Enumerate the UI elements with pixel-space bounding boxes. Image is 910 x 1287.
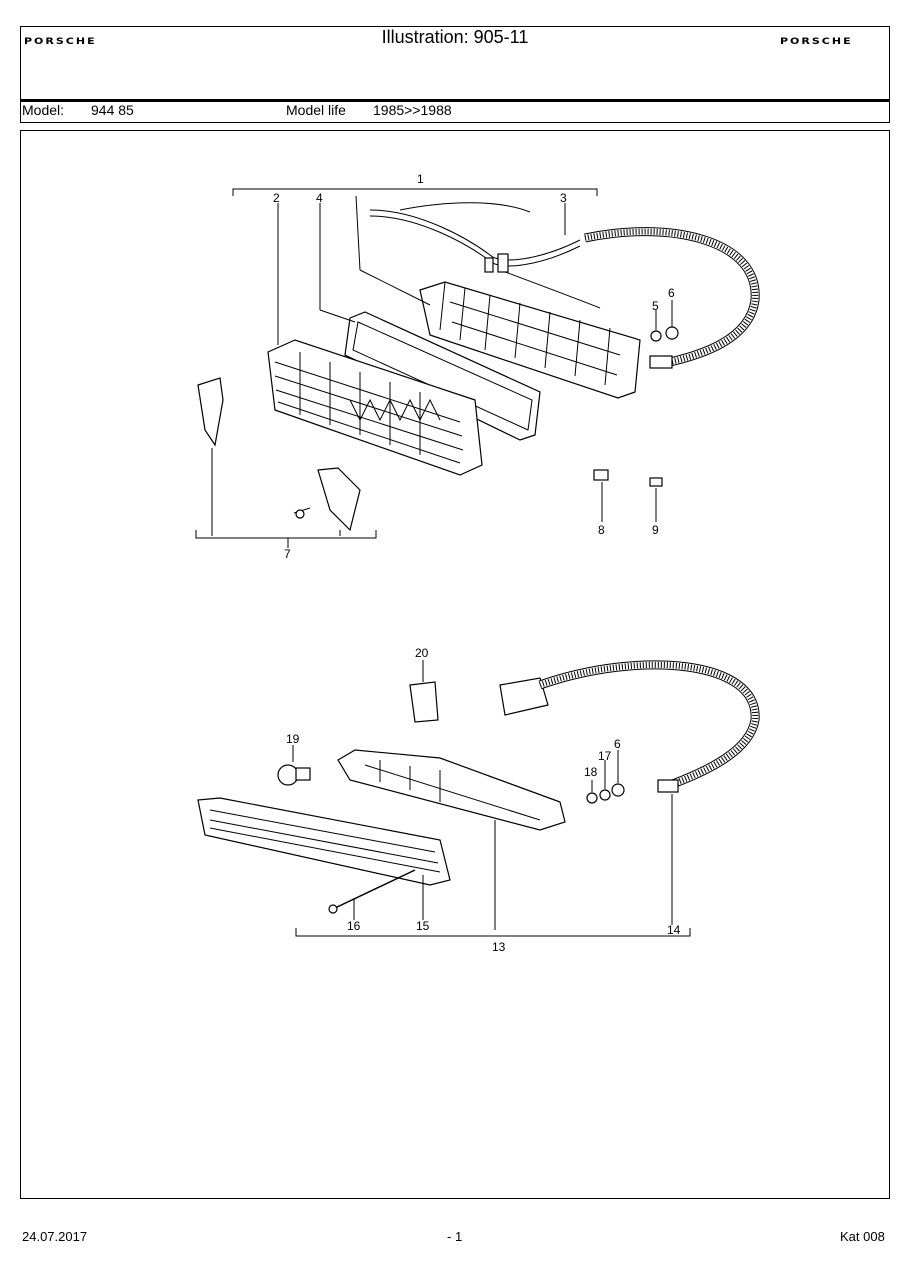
- callout-3: 3: [560, 191, 567, 205]
- nut: [611, 783, 625, 797]
- callout-13: 13: [492, 940, 506, 954]
- header-box: [20, 26, 890, 123]
- washer: [599, 789, 611, 801]
- callout-15: 15: [416, 919, 430, 933]
- cable-plug: [657, 779, 679, 793]
- washer: [650, 330, 662, 342]
- callout-9: 9: [652, 523, 659, 537]
- callout-6: 6: [668, 286, 675, 300]
- callout-4: 4: [316, 191, 323, 205]
- nut: [665, 326, 679, 340]
- callout-labels: 1 2 3 4 5 6 7 8 9 20 19 17 6 18 16 15 14…: [273, 172, 681, 954]
- callout-17: 17: [598, 749, 612, 763]
- callout-18: 18: [584, 765, 598, 779]
- callout-14: 14: [667, 923, 681, 937]
- header-rule: [20, 99, 890, 102]
- cable-plug: [649, 355, 673, 369]
- brand-logo-left: PORSCHE: [24, 36, 97, 47]
- illustration-title: Illustration: 905-11: [381, 27, 529, 47]
- gasket: [344, 311, 541, 441]
- drawing-frame: [20, 130, 890, 1199]
- callout-19: 19: [286, 732, 300, 746]
- connector-block: [499, 677, 549, 716]
- footer-page-number: - 1: [447, 1229, 463, 1244]
- footer-catalog: Kat 008: [840, 1229, 885, 1244]
- callout-16: 16: [347, 919, 361, 933]
- headlight-lens: [267, 339, 483, 476]
- model-life-label: Model life: [286, 102, 346, 118]
- bulb-base: [295, 767, 311, 781]
- footer-date: 24.07.2017: [22, 1229, 88, 1244]
- callout-6b: 6: [614, 737, 621, 751]
- callout-1: 1: [417, 172, 424, 186]
- connector: [497, 253, 509, 273]
- callout-20: 20: [415, 646, 429, 660]
- upper-assembly: [195, 188, 760, 548]
- model-label: Model:: [22, 102, 65, 118]
- signal-housing: [337, 749, 566, 831]
- side-reflector-left: [197, 377, 224, 447]
- screw: [295, 509, 305, 519]
- callout-5: 5: [652, 299, 659, 313]
- lower-assembly: [197, 660, 760, 937]
- side-reflector-right: [317, 467, 361, 532]
- bulb: [277, 764, 299, 786]
- model-life-value: 1985>>1988: [373, 102, 452, 118]
- washer: [586, 792, 598, 804]
- bulb: [593, 469, 609, 481]
- callout-2: 2: [273, 191, 280, 205]
- exploded-parts-diagram: 1 2 3 4 5 6 7 8 9 20 19 17 6 18 16 15 14…: [195, 172, 760, 954]
- clip: [409, 681, 439, 723]
- model-value: 944 85: [91, 102, 134, 118]
- callout-7: 7: [284, 547, 291, 561]
- connector: [484, 257, 494, 273]
- brand-logo-right: PORSCHE: [780, 36, 853, 47]
- bulb: [649, 477, 663, 487]
- callout-8: 8: [598, 523, 605, 537]
- screw: [328, 904, 338, 914]
